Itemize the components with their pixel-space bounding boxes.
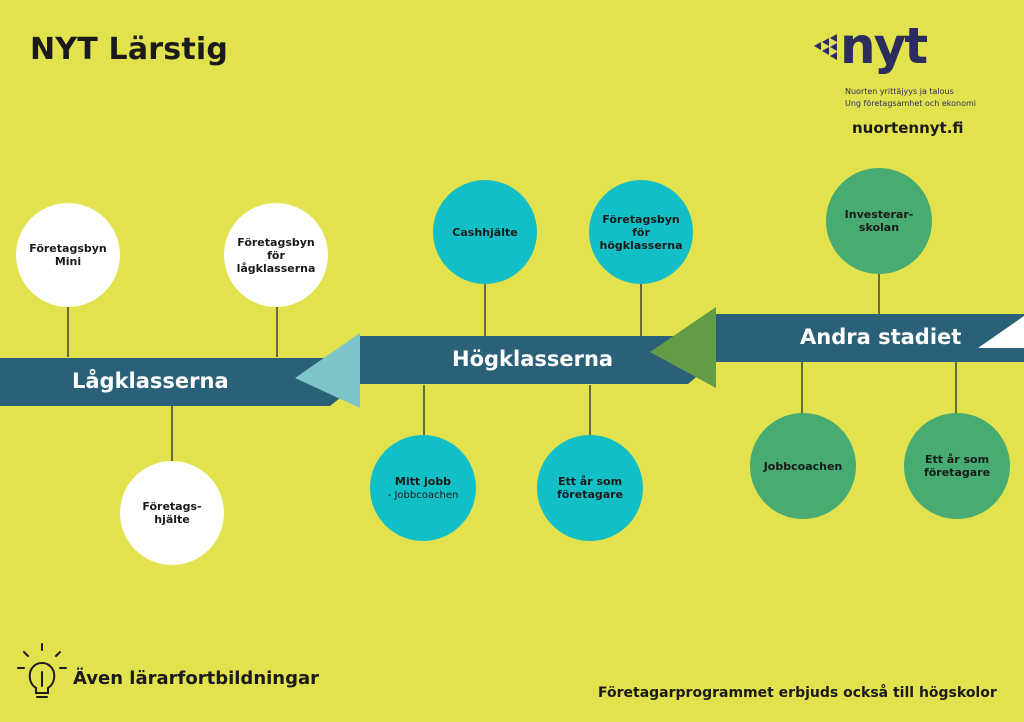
program-label: Företags- hjälte xyxy=(142,500,202,526)
program-circle-foretagsbyn-hogklasserna[interactable]: Företagsbyn för högklasserna xyxy=(589,180,693,284)
program-label: Mitt jobb xyxy=(394,474,452,488)
program-circle-mitt-jobb[interactable]: Mitt jobb - Jobbcoachen xyxy=(370,435,476,541)
logo-tagline: Nuorten yrittäjyys ja talous Ung företag… xyxy=(845,86,976,110)
stage-band-andra-stadiet xyxy=(716,314,1024,362)
program-label: Jobbcoachen xyxy=(763,459,843,473)
program-label: Ett år som företagare xyxy=(556,475,624,501)
program-label: Investerar- skolan xyxy=(844,208,914,234)
program-label: Företagsbyn för lågklasserna xyxy=(236,235,316,275)
lightbulb-icon xyxy=(17,643,67,698)
page-title: NYT Lärstig xyxy=(30,32,229,67)
stage-band-lagklasserna xyxy=(0,358,360,406)
logo-tagline-sv: Ung företagsamhet och ekonomi xyxy=(845,99,976,108)
program-label: Ett år som företagare xyxy=(923,453,991,479)
program-circle-investerarskolan[interactable]: Investerar- skolan xyxy=(826,168,932,274)
nyt-logo: nyt xyxy=(840,16,928,76)
program-circle-foretagsbyn-lagklasserna[interactable]: Företagsbyn för lågklasserna xyxy=(224,203,328,307)
program-circle-foretagsbyn-mini[interactable]: Företagsbyn Mini xyxy=(16,203,120,307)
teacher-training-note: Även lärarfortbildningar xyxy=(73,668,320,689)
program-circle-ett-ar-som-foretagare[interactable]: Ett år som företagare xyxy=(537,435,643,541)
arrow-light xyxy=(295,333,360,408)
higher-education-note: Företagarprogrammet erbjuds också till h… xyxy=(598,685,997,701)
logo-tagline-fi: Nuorten yrittäjyys ja talous xyxy=(845,87,954,96)
stage-label-andra-stadiet: Andra stadiet xyxy=(800,325,962,349)
program-sublabel: - Jobbcoachen xyxy=(387,489,459,501)
program-label: Företagsbyn Mini xyxy=(29,242,107,268)
band-white-notch xyxy=(978,316,1024,348)
stage-label-hogklasserna: Högklasserna xyxy=(452,347,614,371)
logo-mark-icon xyxy=(814,34,837,60)
program-circle-foretagshjalte[interactable]: Företags- hjälte xyxy=(120,461,224,565)
stage-label-lagklasserna: Lågklasserna xyxy=(72,369,229,393)
program-circle-ett-ar-som-foretagare-andra[interactable]: Ett år som företagare xyxy=(904,413,1010,519)
logo-wordmark: nyt xyxy=(840,17,928,75)
stage-band-hogklasserna xyxy=(360,336,716,384)
website-link[interactable]: nuortennyt.fi xyxy=(852,119,964,137)
program-circle-cashhjalte[interactable]: Cashhjälte xyxy=(433,180,537,284)
connector-lines xyxy=(67,272,957,462)
arrow-green xyxy=(650,307,716,388)
program-circle-jobbcoachen[interactable]: Jobbcoachen xyxy=(750,413,856,519)
program-label: Företagsbyn för högklasserna xyxy=(599,212,683,252)
program-label: Cashhjälte xyxy=(452,225,518,239)
